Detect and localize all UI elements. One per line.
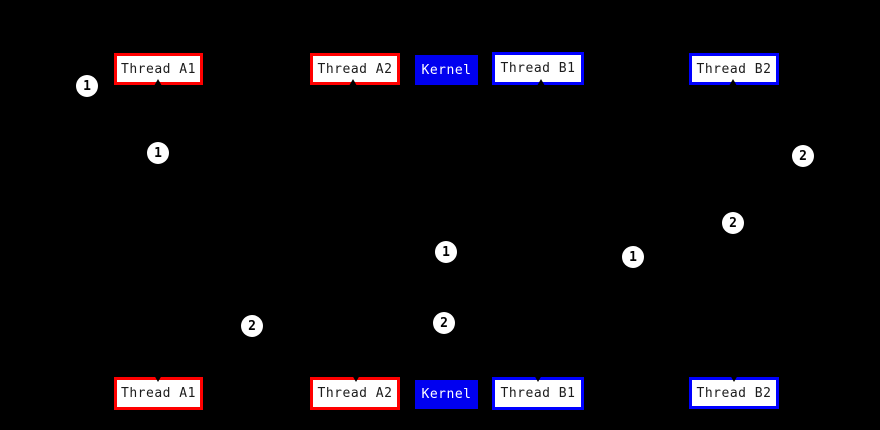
box-label: Thread B1	[500, 61, 576, 76]
arrowhead-down-icon	[730, 375, 738, 382]
step-marker-1-mid-right: 1	[622, 246, 644, 268]
box-thread-a2-bottom: Thread A2	[310, 377, 400, 410]
box-kernel-bottom: Kernel	[415, 380, 478, 409]
step-marker-2-right: 2	[792, 145, 814, 167]
arrowhead-up-icon	[537, 79, 545, 86]
arrowhead-up-icon	[729, 79, 737, 86]
box-label: Thread B2	[696, 61, 772, 77]
box-label: Kernel	[421, 62, 472, 78]
step-marker-2-lower-left: 2	[241, 315, 263, 337]
box-label: Thread A2	[317, 386, 393, 401]
box-label: Thread B2	[696, 385, 772, 401]
step-marker-1-upper-left: 1	[147, 142, 169, 164]
arrowhead-down-icon	[154, 375, 162, 382]
box-label: Thread B1	[500, 386, 576, 401]
step-marker-2-center: 2	[433, 312, 455, 334]
arrowhead-up-icon	[349, 79, 357, 86]
arrowhead-down-icon	[534, 375, 542, 382]
step-marker-2-mid-right: 2	[722, 212, 744, 234]
box-label: Thread A1	[121, 386, 196, 401]
arrowhead-down-icon	[352, 375, 360, 382]
box-label: Kernel	[421, 387, 472, 402]
arrowhead-up-icon	[154, 79, 162, 86]
box-label: Thread A1	[121, 61, 196, 77]
step-marker-1-center: 1	[435, 241, 457, 263]
box-label: Thread A2	[317, 61, 393, 77]
step-marker-1-left: 1	[76, 75, 98, 97]
box-kernel-top: Kernel	[415, 55, 478, 85]
